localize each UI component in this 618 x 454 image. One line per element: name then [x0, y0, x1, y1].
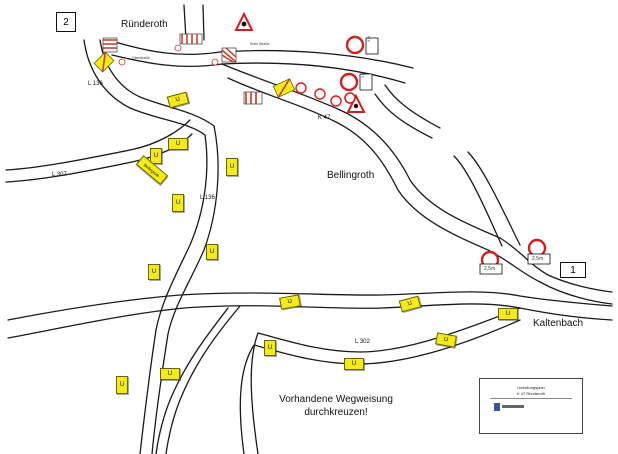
plate-box [359, 73, 373, 91]
legend-divider [490, 398, 572, 399]
plate-box [479, 263, 503, 275]
detour-sign: U [168, 138, 188, 150]
plate-box [527, 253, 551, 265]
road-k47-east-edge-b [539, 281, 613, 305]
weight-plate-1: 3,5t [367, 36, 371, 42]
weight-plate-2: 3,5t [361, 72, 365, 78]
barrier-oberstrasse [102, 37, 118, 53]
pole-marker [118, 58, 126, 66]
authority-logo-icon [502, 405, 524, 408]
road-right-north-edge-b [374, 93, 433, 139]
road-l307-edge-a [5, 119, 191, 171]
place-kaltenbach: Kaltenbach [533, 318, 584, 329]
prohibition-sign-3 [344, 92, 356, 104]
road-k47-edge-a [221, 63, 549, 276]
barrier-k47 [243, 91, 263, 105]
plate-box [365, 37, 379, 55]
width-plate-2: 2,5m [532, 256, 544, 262]
road-right-north-edge-a [384, 84, 441, 129]
road-closures [102, 33, 263, 105]
detour-sign: U [226, 158, 238, 176]
road-label-l136-north: L 136 [88, 81, 103, 87]
detour-sign: U [206, 244, 218, 260]
plan-legend: Umleitungsplan K 47 Ründeroth [479, 378, 583, 434]
road-right-edge-b [453, 155, 503, 247]
crossed-direction-sign-k47 [272, 78, 296, 98]
detour-sign: U [264, 340, 276, 356]
no-entry-sign [330, 95, 342, 107]
warning-triangle-sign-2 [346, 93, 366, 113]
barrier-north [179, 33, 203, 45]
prohibition-sign-2 [339, 72, 359, 92]
road-k47-east-edge-a [547, 274, 613, 293]
detour-sign: U [344, 358, 364, 370]
sheet-number-2: 2 [56, 12, 76, 32]
road-l136-north-edge-b [99, 39, 215, 127]
road-l302-east-edge-a [519, 295, 613, 307]
road-southwest-edge-b [155, 307, 229, 454]
legend-title: Umleitungsplan [517, 385, 545, 390]
road-label-l136-mid: L 136 [200, 195, 215, 201]
road-right-edge-a [467, 151, 521, 246]
road-l302-edge-b [7, 303, 521, 339]
road-l136-south-edge-b [151, 125, 219, 454]
note-line-1: Vorhandene Wegweisung [279, 394, 393, 405]
road-top-right-edge-b [221, 62, 406, 84]
road-l302-east-edge-b [519, 307, 613, 321]
detour-sign: U [172, 194, 184, 212]
road-lower-south-edge-a [250, 332, 259, 454]
street-label-oberstrasse: Oberstraße [132, 56, 150, 60]
road-label-l302: L 302 [355, 339, 370, 345]
detour-sign: U [116, 376, 128, 394]
road-oberstrasse-edge-b [111, 54, 223, 68]
barrier-top-right [221, 47, 237, 63]
pole-marker [174, 44, 182, 52]
road-label-l307: L 307 [52, 172, 67, 178]
road-top-right-edge-a [219, 49, 414, 69]
road-southwest-edge-a [165, 305, 241, 454]
place-runderoth: Ründeroth [121, 19, 168, 30]
coat-of-arms-icon [494, 403, 500, 411]
road-north-edge-b [202, 4, 205, 41]
detour-sign: U [150, 148, 162, 164]
detour-sign: U [160, 368, 180, 380]
road-label-k47: K 47 [318, 115, 331, 121]
crossed-direction-sign [93, 51, 115, 73]
road-l302-edge-a [7, 291, 521, 321]
rerouting-note: Vorhandene Wegweisung durchkreuzen! [268, 393, 404, 419]
warning-triangle-sign [234, 11, 254, 31]
width-plate-1: 2,5m [484, 266, 496, 272]
road-l136-south-edge-a [139, 134, 208, 454]
sheet-number-1: 1 [560, 262, 586, 278]
road-lower-curve-edge-a [257, 307, 521, 353]
place-bellingroth: Bellingroth [327, 170, 375, 181]
road-l136-north-edge-a [83, 39, 206, 136]
street-label-top-right: Kreis Straße [250, 42, 270, 46]
detour-sign: U [148, 264, 160, 280]
no-overtaking-sign [295, 82, 307, 94]
road-lower-south-edge-b [239, 344, 255, 454]
pole-marker [211, 58, 219, 66]
legend-subtitle: K 47 Ründeroth [516, 391, 546, 396]
speed-sign [314, 88, 326, 100]
note-line-2: durchkreuzen! [304, 407, 368, 418]
road-oberstrasse-edge-a [114, 41, 221, 56]
detour-sign: U [498, 308, 518, 320]
prohibition-sign-1 [345, 35, 365, 55]
